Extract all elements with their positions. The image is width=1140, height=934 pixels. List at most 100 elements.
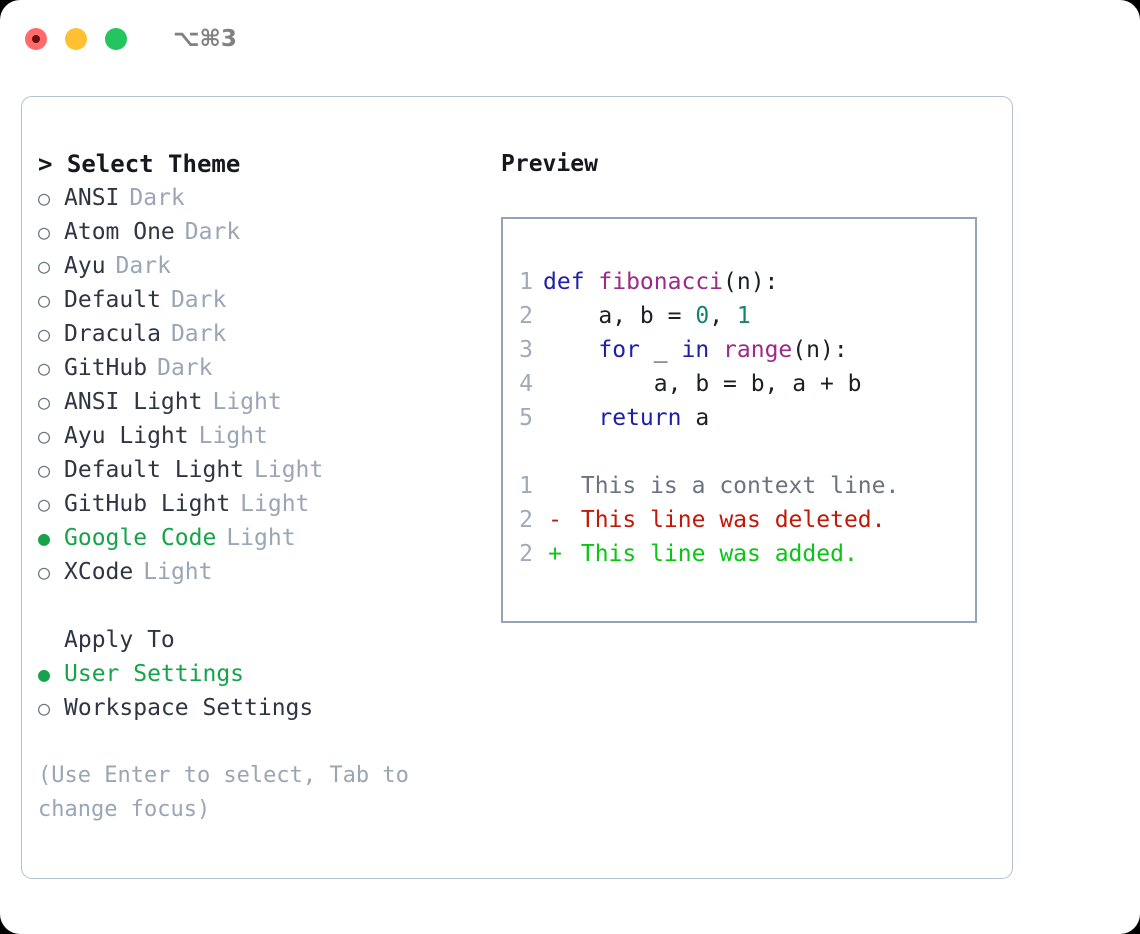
theme-option-ayu[interactable]: ○ Ayu Dark bbox=[38, 249, 478, 283]
code-line-text: return a bbox=[543, 401, 709, 435]
theme-option-variant: Dark bbox=[184, 219, 241, 245]
radio-selected-icon: ● bbox=[38, 662, 51, 686]
diff-sample: 1 This is a context line.2- This line wa… bbox=[503, 469, 975, 571]
theme-option-variant: Light bbox=[240, 491, 310, 517]
diff-line-number: 2 bbox=[519, 541, 533, 567]
theme-option-label: Google Code bbox=[64, 525, 217, 551]
theme-option-ansi-light[interactable]: ○ ANSI Light Light bbox=[38, 385, 478, 419]
code-token-fn: range bbox=[723, 337, 793, 363]
theme-option-label: Ayu Light bbox=[64, 423, 189, 449]
code-token-plain: , bbox=[709, 303, 737, 329]
theme-option-label: GitHub bbox=[64, 355, 148, 381]
code-token-kw: return bbox=[598, 405, 682, 431]
radio-unselected-icon: ○ bbox=[38, 322, 51, 346]
radio-unselected-icon: ○ bbox=[38, 356, 51, 380]
code-line: 2 a, b = 0, 1 bbox=[503, 299, 975, 333]
code-line-number: 4 bbox=[519, 371, 533, 397]
theme-option-variant: Dark bbox=[170, 287, 227, 313]
diff-line-text: This is a context line. bbox=[567, 473, 900, 499]
radio-selected-icon: ● bbox=[38, 526, 51, 550]
diff-line-number: 2 bbox=[519, 507, 533, 533]
code-token-plain: a, b = b, a + b bbox=[543, 371, 862, 397]
diff-line-text: This line was deleted. bbox=[567, 507, 886, 533]
code-line: 5 return a bbox=[503, 401, 975, 435]
theme-option-label: ANSI bbox=[64, 185, 120, 211]
code-line-text: def fibonacci(n): bbox=[543, 265, 778, 299]
apply-to-option-label: User Settings bbox=[64, 661, 245, 687]
code-token-plain: _ bbox=[639, 337, 682, 363]
theme-option-xcode[interactable]: ○ XCode Light bbox=[38, 555, 478, 589]
code-token-plain: (n): bbox=[723, 269, 779, 295]
diff-line-add: 2 + This line was added. bbox=[503, 537, 975, 571]
code-line-number: 5 bbox=[519, 405, 533, 431]
apply-to-list: ● User Settings ○ Workspace Settings bbox=[38, 657, 478, 725]
theme-option-variant: Light bbox=[212, 389, 282, 415]
code-line: 1 def fibonacci(n): bbox=[503, 265, 975, 299]
diff-line-number: 1 bbox=[519, 473, 533, 499]
radio-unselected-icon: ○ bbox=[38, 288, 51, 312]
close-button-icon[interactable] bbox=[25, 28, 47, 50]
theme-option-label: XCode bbox=[64, 559, 134, 585]
radio-unselected-icon: ○ bbox=[38, 254, 51, 278]
diff-marker: + bbox=[548, 541, 562, 567]
theme-option-ayu-light[interactable]: ○ Ayu Light Light bbox=[38, 419, 478, 453]
code-token-plain bbox=[543, 337, 598, 363]
theme-option-label: Default bbox=[64, 287, 161, 313]
theme-option-variant: Dark bbox=[115, 253, 171, 279]
theme-option-label: GitHub Light bbox=[64, 491, 231, 517]
theme-option-github-light[interactable]: ○ GitHub Light Light bbox=[38, 487, 478, 521]
code-token-plain: (n): bbox=[792, 337, 848, 363]
diff-marker bbox=[543, 469, 567, 503]
diff-line-text: This line was added. bbox=[567, 541, 858, 567]
code-line: 3 for _ in range(n): bbox=[503, 333, 975, 367]
code-line-text: a, b = b, a + b bbox=[543, 367, 862, 401]
code-token-num: 1 bbox=[736, 303, 751, 329]
theme-option-label: Ayu bbox=[64, 253, 106, 279]
apply-to-option-user-settings[interactable]: ● User Settings bbox=[38, 657, 478, 691]
window-shortcut-label: ⌥⌘3 bbox=[173, 26, 237, 52]
theme-option-default[interactable]: ○ Default Dark bbox=[38, 283, 478, 317]
minimize-button-icon[interactable] bbox=[65, 28, 87, 50]
theme-option-label: Default Light bbox=[64, 457, 245, 483]
theme-option-label: Atom One bbox=[64, 219, 175, 245]
radio-unselected-icon: ○ bbox=[38, 492, 51, 516]
code-token-kw: in bbox=[681, 337, 710, 363]
code-line-number: 2 bbox=[519, 303, 533, 329]
code-token-plain: a, b = bbox=[543, 303, 696, 329]
code-line: 4 a, b = b, a + b bbox=[503, 367, 975, 401]
radio-unselected-icon: ○ bbox=[38, 696, 51, 720]
theme-option-variant: Light bbox=[143, 559, 213, 585]
apply-to-heading: Apply To bbox=[64, 627, 175, 653]
select-theme-heading: > Select Theme bbox=[38, 150, 241, 178]
code-line-number: 3 bbox=[519, 337, 533, 363]
theme-option-variant: Light bbox=[198, 423, 268, 449]
keyboard-hint-text: (Use Enter to select, Tab to change focu… bbox=[38, 763, 409, 822]
preview-heading: Preview bbox=[501, 151, 598, 177]
theme-option-label: Dracula bbox=[64, 321, 161, 347]
code-token-plain bbox=[709, 337, 723, 363]
apply-to-option-workspace-settings[interactable]: ○ Workspace Settings bbox=[38, 691, 478, 725]
code-line-text: for _ in range(n): bbox=[543, 333, 848, 367]
title-bar: ⌥⌘3 bbox=[0, 0, 1140, 78]
radio-unselected-icon: ○ bbox=[38, 424, 51, 448]
radio-unselected-icon: ○ bbox=[38, 560, 51, 584]
apply-to-option-label: Workspace Settings bbox=[64, 695, 314, 721]
code-line-number: 1 bbox=[519, 269, 533, 295]
theme-option-label: ANSI Light bbox=[64, 389, 203, 415]
theme-option-google-code[interactable]: ● Google Code Light bbox=[38, 521, 478, 555]
code-token-plain bbox=[543, 405, 598, 431]
radio-unselected-icon: ○ bbox=[38, 390, 51, 414]
theme-option-variant: Light bbox=[226, 525, 296, 551]
code-token-num: 0 bbox=[695, 303, 710, 329]
diff-line-ctx: 1 This is a context line. bbox=[503, 469, 975, 503]
maximize-button-icon[interactable] bbox=[105, 28, 127, 50]
